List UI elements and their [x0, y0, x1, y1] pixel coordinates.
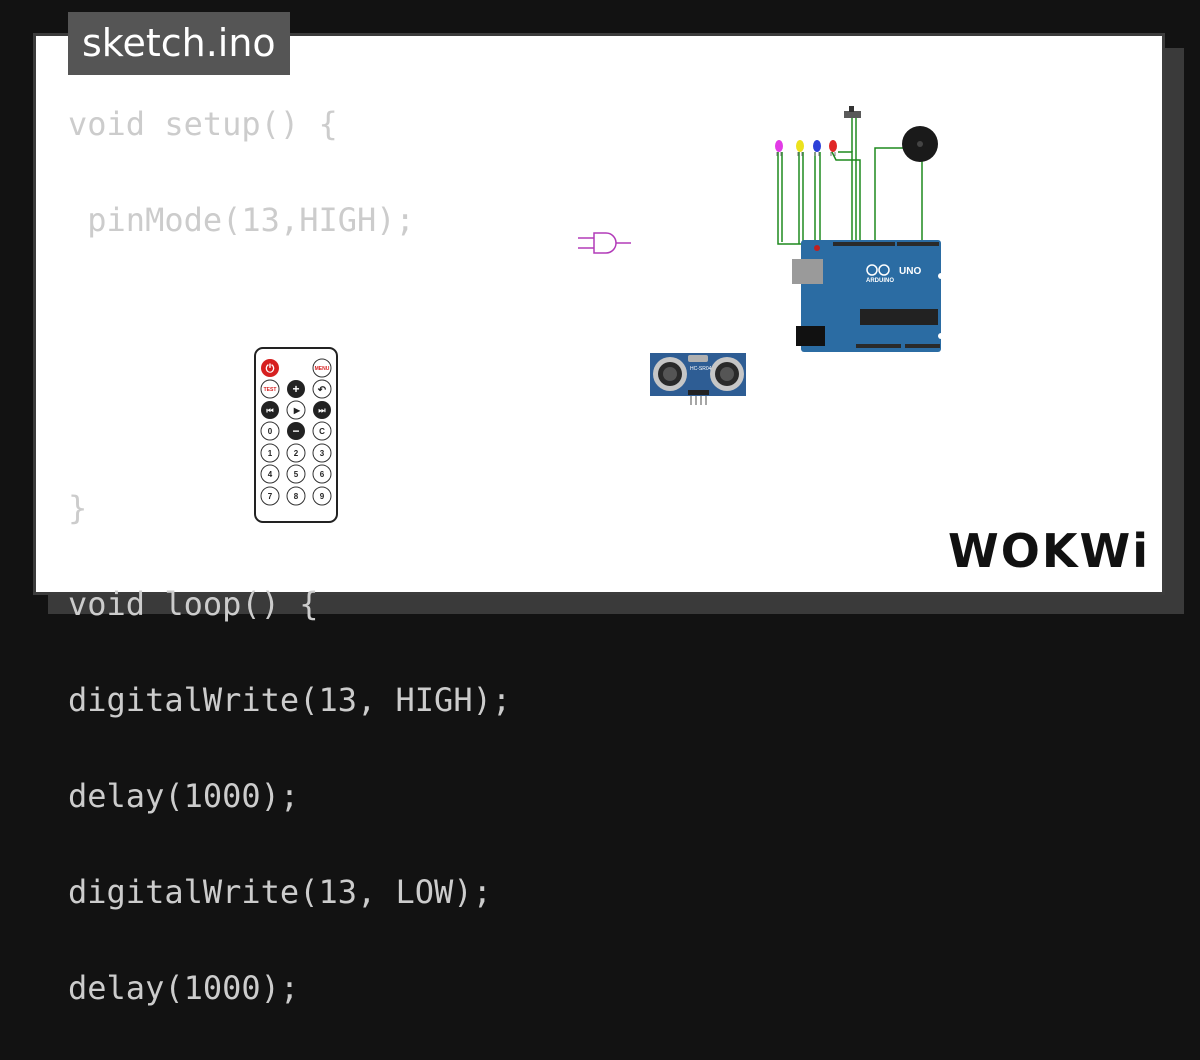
key-8[interactable]: 8 — [286, 486, 306, 506]
svg-text:5: 5 — [294, 470, 299, 479]
key-9[interactable]: 9 — [312, 486, 332, 506]
led-yellow[interactable] — [796, 140, 804, 156]
prev-icon: ⏮ — [266, 406, 273, 415]
atmega-chip — [860, 309, 938, 325]
next-icon: ⏭ — [318, 406, 326, 415]
plus-key-label: + — [292, 382, 299, 396]
file-name-tab[interactable]: sketch.ino — [68, 12, 290, 75]
sensor-label: HC-SR04 — [690, 366, 712, 372]
slide-switch[interactable] — [844, 106, 861, 118]
key-7[interactable]: 7 — [260, 486, 280, 506]
code-line: void loop() { — [68, 585, 319, 623]
play-icon: ▶ — [293, 406, 301, 415]
svg-text:C: C — [319, 427, 325, 436]
menu-key-label: MENU — [315, 366, 330, 372]
and-gate[interactable] — [578, 232, 631, 254]
back-key[interactable]: ↶ — [312, 379, 332, 399]
back-icon: ↶ — [317, 385, 327, 396]
circuit-diagram: UNO ARDUINO HC-SR04 ⏻ ME — [254, 106, 944, 523]
next-key[interactable]: ⏭ — [313, 401, 331, 419]
arduino-uno-board[interactable]: UNO ARDUINO — [792, 240, 944, 352]
test-key-label: TEST — [264, 387, 277, 393]
led-red[interactable] — [829, 140, 837, 156]
key-4[interactable]: 4 — [260, 464, 280, 484]
buzzer[interactable] — [902, 126, 938, 162]
wokwi-logo[interactable]: WOKWi — [948, 524, 1150, 578]
code-line: void setup() { — [68, 105, 338, 143]
code-line: pinMode(13,HIGH); — [68, 201, 415, 239]
power-key[interactable]: ⏻ — [261, 359, 279, 377]
board-model: UNO — [899, 266, 921, 277]
code-line: delay(1000); — [68, 777, 300, 815]
project-preview-card — [33, 33, 1165, 595]
key-2[interactable]: 2 — [286, 443, 306, 463]
svg-text:8: 8 — [294, 492, 299, 501]
prev-key[interactable]: ⏮ — [261, 401, 279, 419]
power-icon: ⏻ — [266, 362, 275, 375]
svg-text:−: − — [292, 424, 299, 438]
minus-key[interactable]: − — [287, 422, 305, 440]
key-5[interactable]: 5 — [286, 464, 306, 484]
led-blue[interactable] — [813, 140, 821, 156]
code-line: } — [68, 489, 88, 527]
key-6[interactable]: 6 — [312, 464, 332, 484]
board-brand: ARDUINO — [866, 278, 894, 284]
plus-key[interactable]: + — [287, 380, 305, 398]
usb-port — [792, 259, 823, 284]
menu-key[interactable]: MENU — [312, 358, 332, 378]
svg-text:3: 3 — [320, 449, 325, 458]
code-line: delay(1000); — [68, 969, 300, 1007]
test-key[interactable]: TEST — [260, 379, 280, 399]
key-0[interactable]: 0 — [260, 421, 280, 441]
code-line: digitalWrite(13, HIGH); — [68, 681, 512, 719]
key-3[interactable]: 3 — [312, 443, 332, 463]
svg-text:6: 6 — [320, 470, 325, 479]
svg-text:1: 1 — [268, 449, 273, 458]
key-1[interactable]: 1 — [260, 443, 280, 463]
svg-text:9: 9 — [320, 492, 325, 501]
wires — [777, 118, 923, 330]
code-line: digitalWrite(13, LOW); — [68, 873, 492, 911]
svg-text:0: 0 — [268, 427, 273, 436]
svg-text:4: 4 — [268, 470, 273, 479]
svg-text:7: 7 — [268, 492, 273, 501]
ir-remote-keys: ⏻ MENU TEST + ↶ ⏮ — [260, 358, 332, 506]
key-c[interactable]: C — [312, 421, 332, 441]
power-jack — [796, 326, 825, 346]
led-magenta[interactable] — [775, 140, 783, 156]
ultrasonic-sensor[interactable]: HC-SR04 — [650, 353, 746, 405]
reset-button — [814, 245, 820, 251]
ir-remote[interactable]: ⏻ MENU TEST + ↶ ⏮ — [254, 347, 338, 523]
svg-text:2: 2 — [294, 449, 299, 458]
play-key[interactable]: ▶ — [286, 400, 306, 420]
